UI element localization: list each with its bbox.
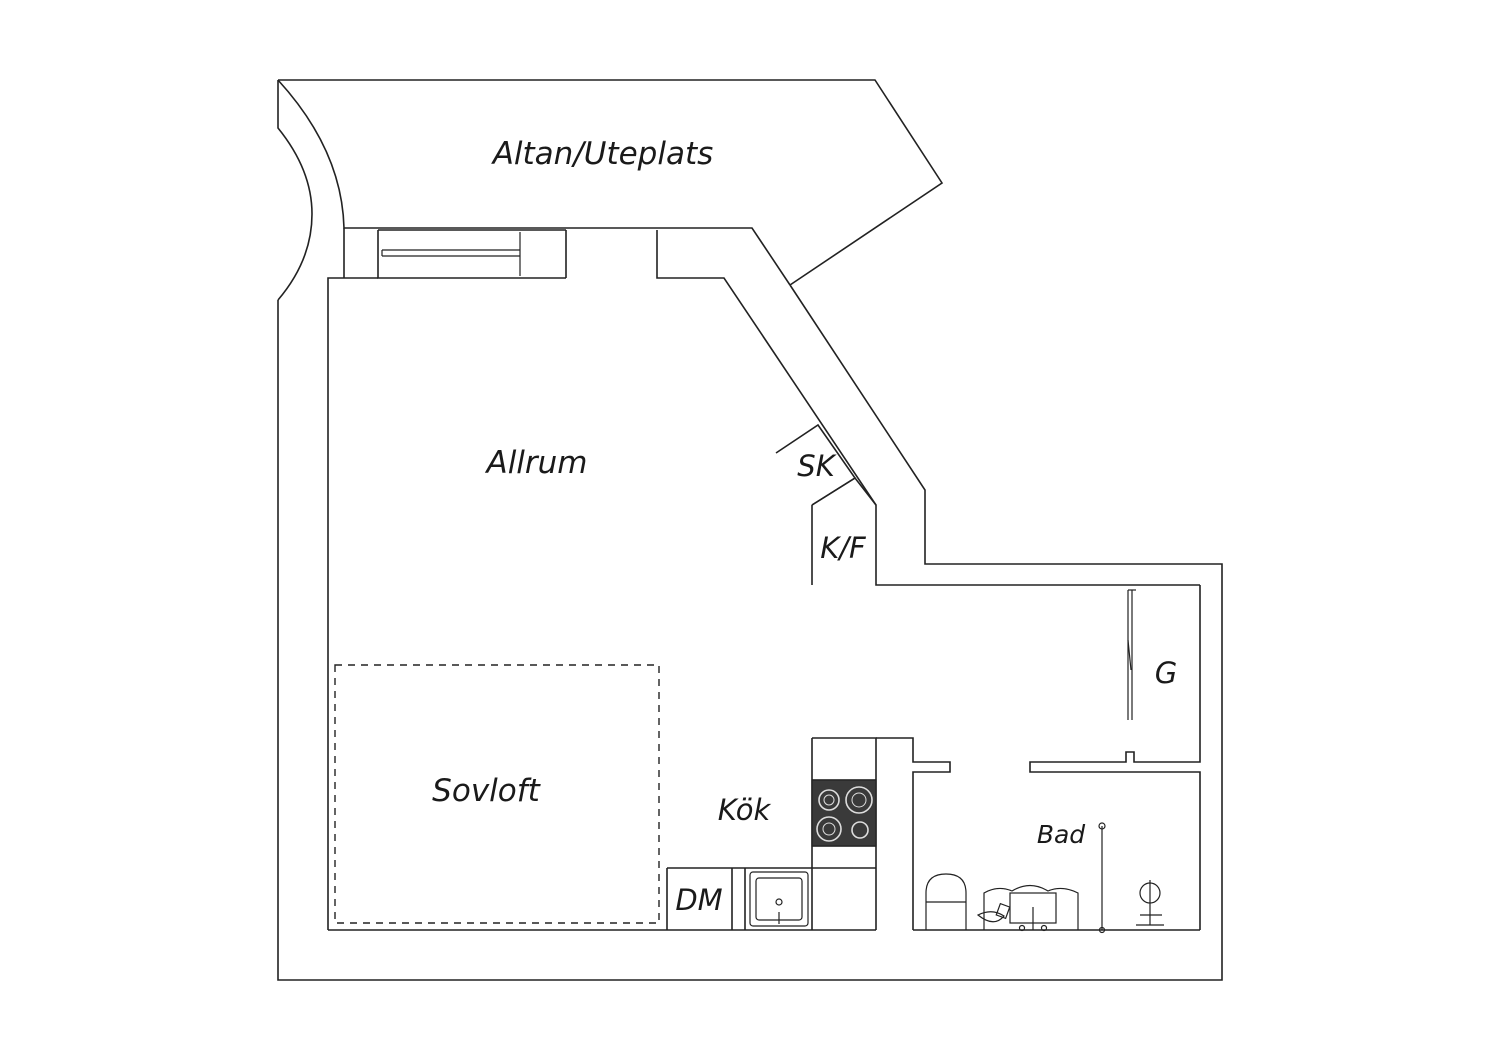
shower-head (1136, 880, 1164, 926)
terrace (277, 79, 944, 301)
outer-wall (277, 284, 1223, 981)
label-dishwasher: DM (675, 883, 722, 917)
label-terrace: Altan/Uteplats (491, 136, 714, 172)
sleeping-loft (334, 664, 660, 924)
toilet (925, 873, 967, 930)
label-living-room: Allrum (484, 445, 587, 481)
living-room-outline (327, 230, 1200, 930)
window (377, 229, 566, 279)
label-closet: SK (797, 449, 836, 483)
label-bathroom: Bad (1037, 820, 1085, 849)
label-fridge-freezer: K/F (820, 531, 867, 565)
label-kitchen: Kök (718, 793, 772, 827)
stove (811, 779, 877, 847)
washbasin (976, 884, 1079, 932)
label-sleeping-loft: Sovloft (432, 773, 541, 809)
bathroom-walls (328, 737, 1200, 931)
fridge-freezer (811, 476, 877, 585)
wardrobe (1029, 585, 1201, 930)
kitchen-sink (749, 871, 809, 927)
shower-rail (1098, 822, 1106, 934)
label-wardrobe: G (1155, 656, 1177, 690)
